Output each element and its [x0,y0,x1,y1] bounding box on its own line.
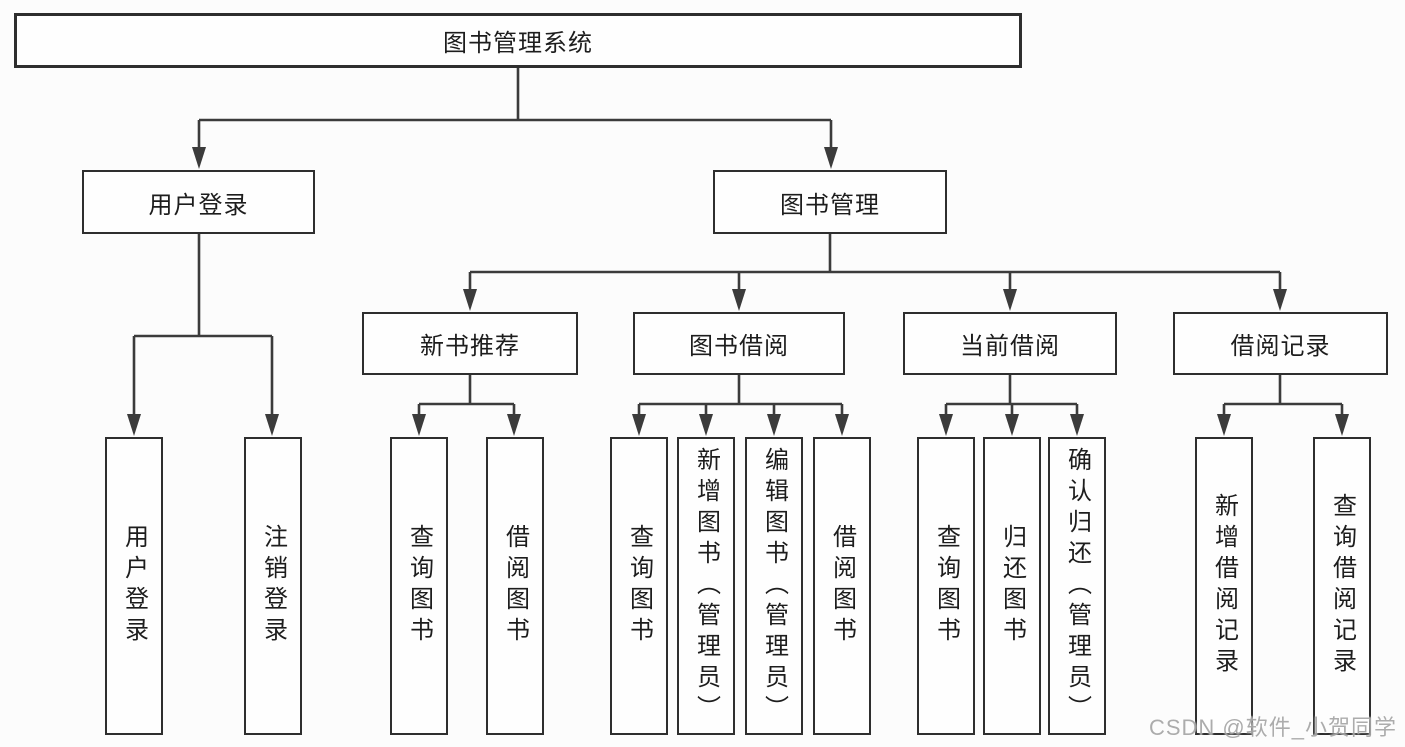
leaf-query-borrow-record: 查询借阅记录 [1313,437,1371,735]
node-book-borrowing: 图书借阅 [633,312,845,375]
node-new-book-recommendation: 新书推荐 [362,312,578,375]
leaf-return-books: 归还图书 [983,437,1041,735]
leaf-edit-books-admin: 编辑图书（管理员） [745,437,803,735]
arrowheads [127,147,1349,436]
leaf-user-login: 用户登录 [105,437,163,735]
leaf-query-books-1: 查询图书 [390,437,448,735]
leaf-borrow-books-2: 借阅图书 [813,437,871,735]
leaf-query-books-2: 查询图书 [610,437,668,735]
leaf-logout: 注销登录 [244,437,302,735]
leaf-query-books-3: 查询图书 [917,437,975,735]
leaf-add-books-admin: 新增图书（管理员） [677,437,735,735]
leaf-borrow-books-1: 借阅图书 [486,437,544,735]
node-root-system: 图书管理系统 [14,13,1022,68]
leaf-confirm-return-admin: 确认归还（管理员） [1048,437,1106,735]
node-borrowing-records: 借阅记录 [1173,312,1388,375]
node-user-login: 用户登录 [82,170,315,234]
node-book-management: 图书管理 [713,170,947,234]
node-current-borrowing: 当前借阅 [903,312,1117,375]
csdn-watermark: CSDN @软件_小贺同学 [1148,715,1397,740]
leaf-add-borrow-record: 新增借阅记录 [1195,437,1253,735]
